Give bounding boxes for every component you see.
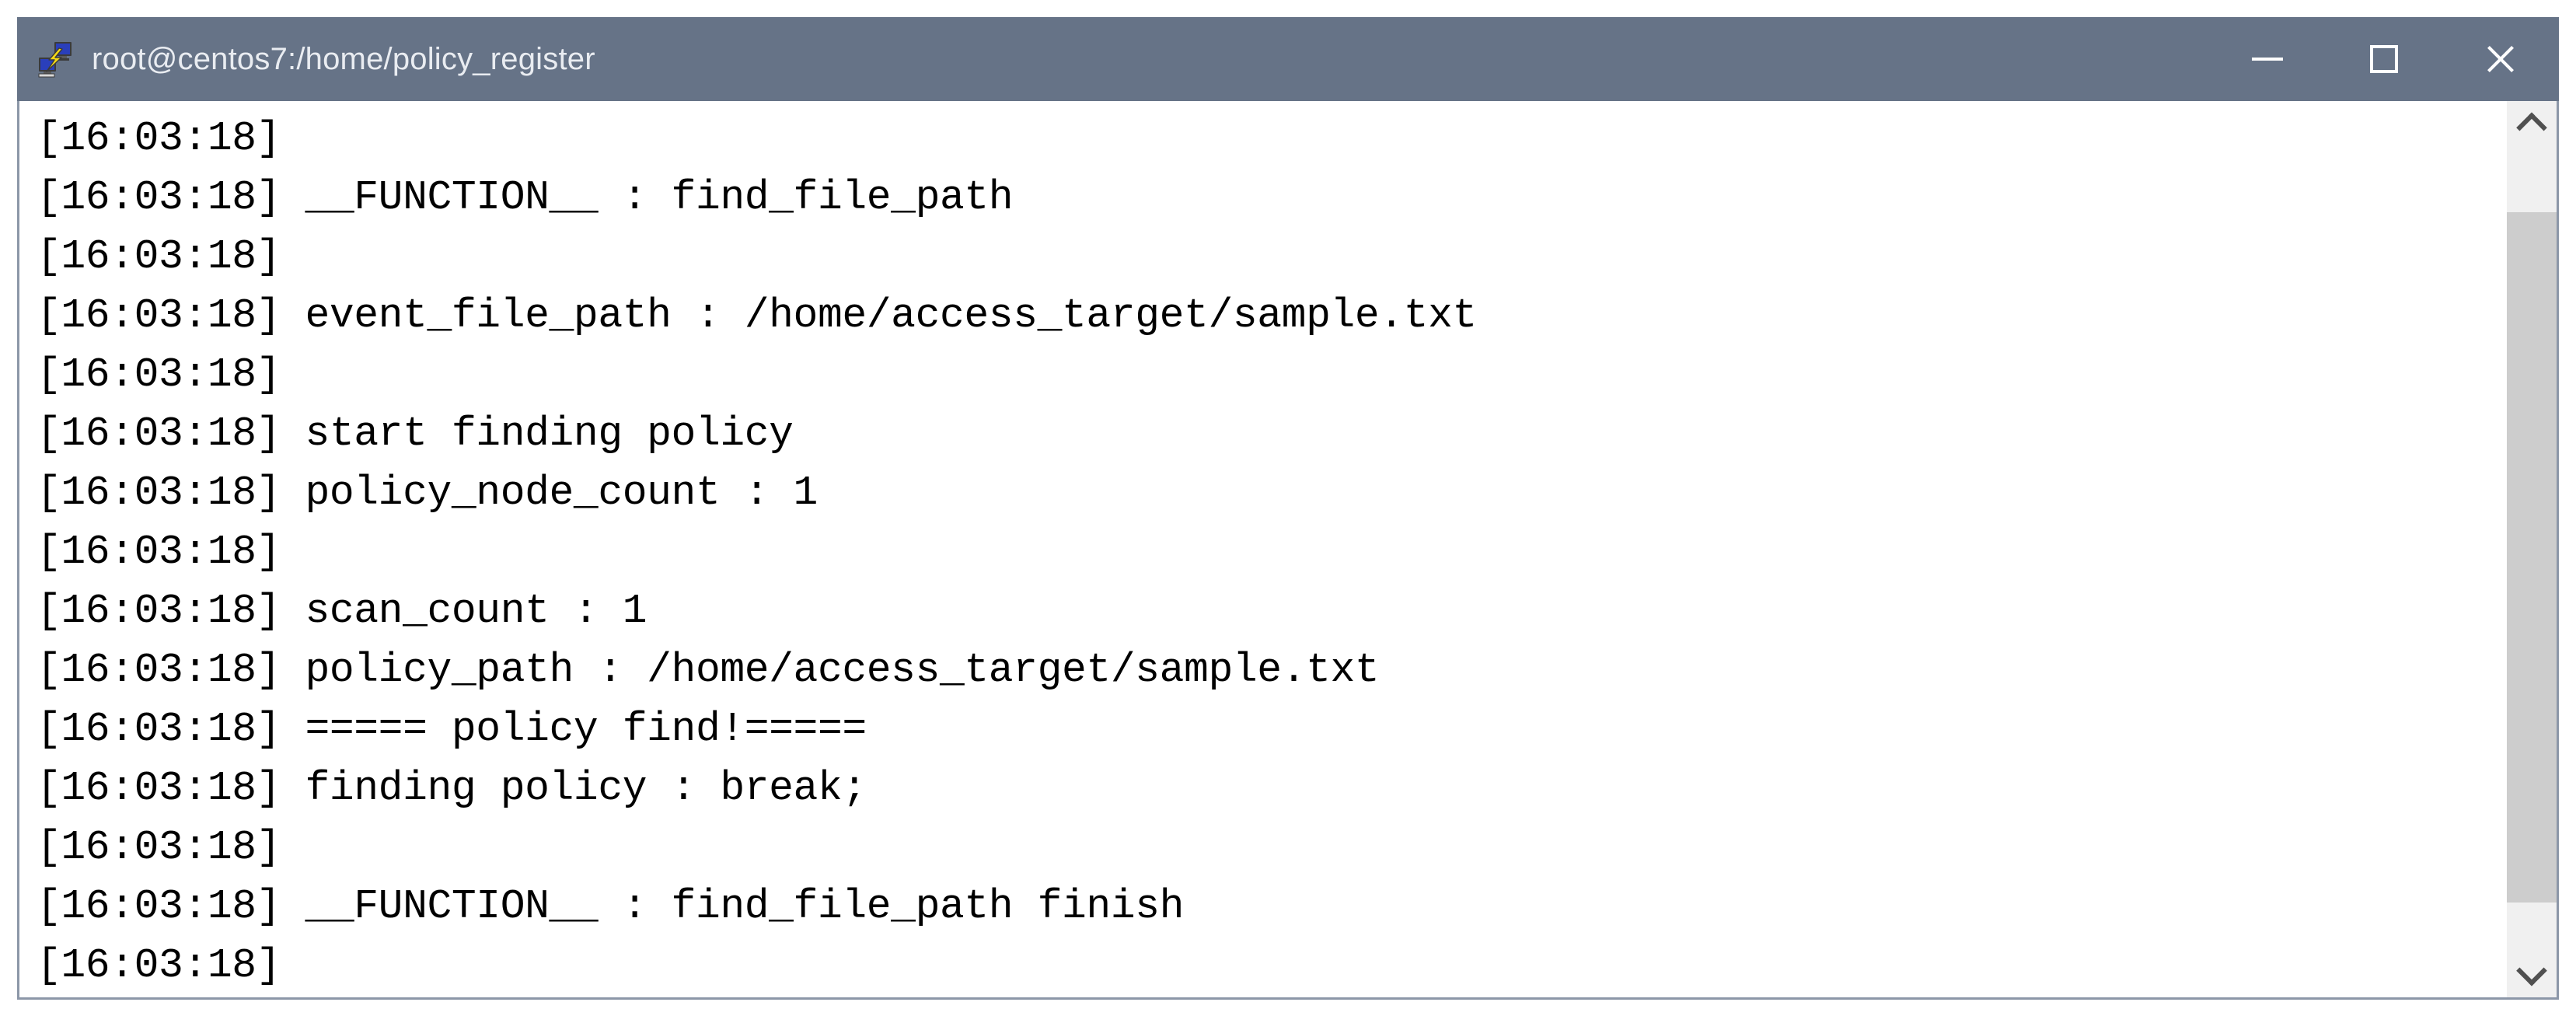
terminal-line: [16:03:18] __FUNCTION__ : find_file_path… [37, 883, 1185, 930]
terminal-line: [16:03:18] event_file_path : /home/acces… [37, 292, 1477, 339]
terminal-line: [16:03:18] [37, 115, 281, 162]
terminal-line: [16:03:18] [37, 824, 281, 871]
terminal-line: [16:03:18] start finding policy [37, 410, 794, 457]
terminal-line: [16:03:18] policy_path : /home/access_ta… [37, 647, 1380, 693]
terminal-line: [16:03:18] __FUNCTION__ : find_file_path [37, 174, 1014, 221]
vertical-scrollbar[interactable] [2507, 101, 2557, 997]
terminal-line: [16:03:18] scan_count : 1 [37, 588, 647, 634]
terminal-line: [16:03:18] ===== policy find!===== [37, 706, 867, 752]
scrollbar-thumb[interactable] [2507, 211, 2557, 903]
terminal-output[interactable]: [16:03:18] [16:03:18] __FUNCTION__ : fin… [19, 101, 2507, 997]
maximize-icon [2370, 45, 2398, 73]
terminal-line: [16:03:18] [37, 351, 281, 398]
terminal-line: [16:03:18] [37, 233, 281, 280]
terminal-line: [16:03:18] policy_node_count : 1 [37, 470, 818, 516]
minimize-icon [2252, 58, 2283, 61]
chevron-up-icon [2516, 112, 2547, 144]
close-button[interactable] [2442, 17, 2559, 101]
scroll-down-button[interactable] [2507, 951, 2557, 997]
chevron-down-icon [2516, 955, 2547, 986]
window-controls [2209, 17, 2559, 101]
maximize-button[interactable] [2326, 17, 2442, 101]
close-icon [2484, 42, 2518, 76]
putty-network-computers-icon [36, 39, 76, 79]
scrollbar-track[interactable] [2507, 148, 2557, 951]
title-bar[interactable]: root@centos7:/home/policy_register [17, 17, 2559, 101]
terminal-line: [16:03:18] [37, 942, 281, 989]
terminal-line: [16:03:18] [37, 529, 281, 575]
minimize-button[interactable] [2209, 17, 2326, 101]
window-body: [16:03:18] [16:03:18] __FUNCTION__ : fin… [17, 101, 2559, 1000]
putty-terminal-window: root@centos7:/home/policy_register [16:0… [17, 17, 2559, 1000]
scroll-up-button[interactable] [2507, 101, 2557, 148]
window-title: root@centos7:/home/policy_register [92, 41, 595, 76]
terminal-line: [16:03:18] finding policy : break; [37, 765, 867, 812]
